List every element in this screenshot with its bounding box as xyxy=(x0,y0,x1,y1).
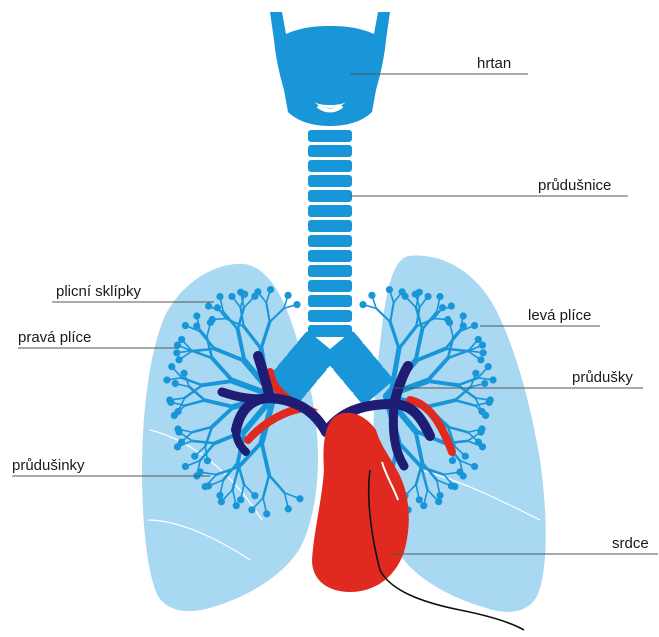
larynx xyxy=(270,12,390,126)
trachea-ring xyxy=(308,325,352,337)
label-hrtan: hrtan xyxy=(477,55,511,72)
alveolus xyxy=(168,363,175,370)
alveolus xyxy=(216,492,223,499)
label-leva-plice: levá plíce xyxy=(528,307,591,324)
alveolus xyxy=(173,349,180,356)
label-prava-plice: pravá plíce xyxy=(18,329,91,346)
alveolus xyxy=(191,453,198,460)
trachea-ring xyxy=(308,205,352,217)
alveolus xyxy=(412,291,419,298)
alveolus xyxy=(267,286,274,293)
trachea-ring xyxy=(308,175,352,187)
alveolus xyxy=(254,288,261,295)
trachea xyxy=(266,130,394,406)
alveolus xyxy=(175,429,182,436)
alveolus xyxy=(204,457,211,464)
alveolus xyxy=(285,505,292,512)
alveolus xyxy=(486,399,493,406)
trachea-ring xyxy=(308,280,352,292)
alveolus xyxy=(424,293,431,300)
trachea-ring xyxy=(308,310,352,322)
alveolus xyxy=(167,399,174,406)
trachea-ring xyxy=(308,160,352,172)
alveolus xyxy=(399,288,406,295)
alveolus xyxy=(214,304,221,311)
alveolus xyxy=(477,356,484,363)
alveolus xyxy=(241,291,248,298)
alveolus xyxy=(448,302,455,309)
alveolus xyxy=(449,457,456,464)
alveolus xyxy=(197,468,204,475)
alveolus xyxy=(193,312,200,319)
alveolus xyxy=(460,322,467,329)
label-prudusky: průdušky xyxy=(572,369,633,386)
alveolus xyxy=(228,293,235,300)
alveolus xyxy=(172,380,179,387)
alveolus xyxy=(471,322,478,329)
label-plicni-sklipky: plicní sklípky xyxy=(56,283,142,300)
alveolus xyxy=(293,301,300,308)
alveolus xyxy=(205,302,212,309)
alveolus xyxy=(435,498,442,505)
alveolus xyxy=(439,304,446,311)
alveolus xyxy=(175,356,182,363)
alveolus xyxy=(284,292,291,299)
alveolus xyxy=(163,376,170,383)
alveolus xyxy=(209,316,216,323)
trachea-ring xyxy=(308,220,352,232)
label-srdce: srdce xyxy=(612,535,649,552)
alveolus xyxy=(444,316,451,323)
alveolus xyxy=(193,322,200,329)
alveolus xyxy=(386,286,393,293)
alveolus xyxy=(475,336,482,343)
alveolus xyxy=(202,483,209,490)
alveolus xyxy=(420,502,427,509)
alveolus xyxy=(462,453,469,460)
alveolus xyxy=(180,370,187,377)
alveolus xyxy=(182,322,189,329)
label-prudusinky: průdušinky xyxy=(12,457,85,474)
alveolus xyxy=(182,463,189,470)
alveolus xyxy=(436,492,443,499)
trachea-ring xyxy=(308,295,352,307)
alveolus xyxy=(477,429,484,436)
alveolus xyxy=(178,336,185,343)
alveolus xyxy=(472,370,479,377)
alveolus xyxy=(479,443,486,450)
label-prudusnice: průdušnice xyxy=(538,177,611,194)
alveolus xyxy=(237,496,244,503)
alveolus xyxy=(251,492,258,499)
alveolus xyxy=(416,496,423,503)
alveolus xyxy=(174,443,181,450)
trachea-ring xyxy=(308,235,352,247)
alveolus xyxy=(248,506,255,513)
alveolus xyxy=(216,293,223,300)
trachea-ring xyxy=(308,130,352,142)
alveolus xyxy=(489,376,496,383)
alveolus xyxy=(368,292,375,299)
alveolus xyxy=(471,463,478,470)
alveolus xyxy=(451,483,458,490)
alveolus xyxy=(218,498,225,505)
alveolus xyxy=(296,495,303,502)
trachea-ring xyxy=(308,145,352,157)
trachea-ring xyxy=(308,265,352,277)
trachea-ring xyxy=(308,250,352,262)
trachea-ring xyxy=(308,190,352,202)
alveolus xyxy=(485,363,492,370)
alveolus xyxy=(263,510,270,517)
alveolus xyxy=(456,468,463,475)
alveolus xyxy=(171,412,178,419)
alveolus xyxy=(481,380,488,387)
alveolus xyxy=(436,293,443,300)
alveolus xyxy=(233,502,240,509)
alveolus xyxy=(359,301,366,308)
alveolus xyxy=(460,312,467,319)
alveolus xyxy=(482,412,489,419)
alveolus xyxy=(480,349,487,356)
